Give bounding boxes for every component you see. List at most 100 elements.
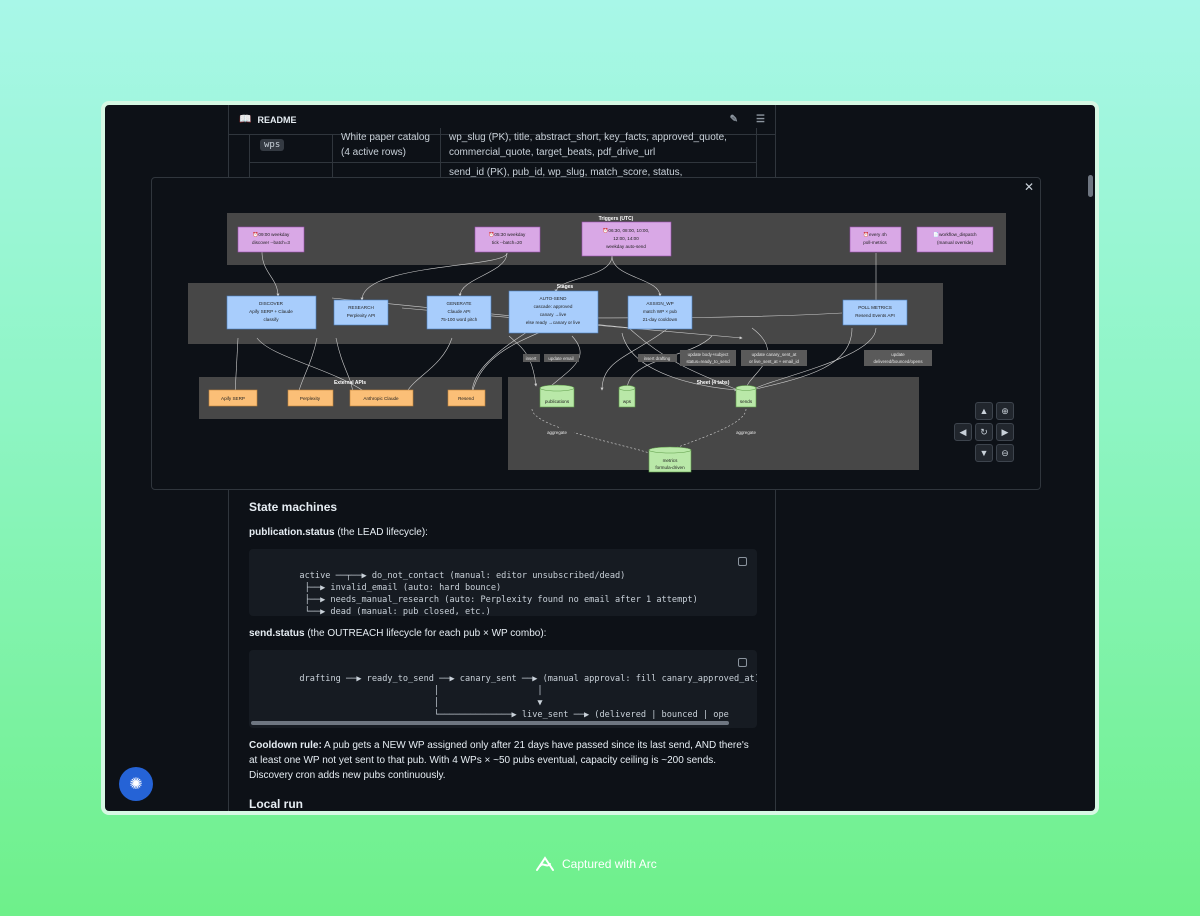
svg-text:Resend: Resend <box>458 396 474 401</box>
readme-header: 📖 README ✎ ☰ <box>229 105 775 135</box>
svg-text:RESEARCH: RESEARCH <box>348 305 374 310</box>
svg-text:Claude API: Claude API <box>448 309 471 314</box>
readme-content: State machines publication.status (the L… <box>249 500 757 811</box>
edge-label: aggregate <box>547 430 567 435</box>
outline-icon[interactable]: ☰ <box>756 114 765 125</box>
edit-icon[interactable]: ✎ <box>729 114 739 125</box>
edge-label: update <box>891 352 905 357</box>
sheet-group <box>508 377 919 470</box>
svg-text:Apify SERP: Apify SERP <box>221 396 245 401</box>
svg-text:publications: publications <box>545 399 570 404</box>
svg-text:⏰every 4h: ⏰every 4h <box>863 231 887 238</box>
edge-label: update email <box>548 356 573 361</box>
zoom-out-button[interactable]: ⊖ <box>996 444 1014 462</box>
code-block: drafting ──▶ ready_to_send ──▶ canary_se… <box>249 650 757 728</box>
copy-icon[interactable] <box>738 658 747 667</box>
edge-label: update body+subject <box>688 352 729 357</box>
sheet-node[interactable]: publications <box>539 384 575 408</box>
svg-text:DISCOVER: DISCOVER <box>259 301 284 306</box>
sheet-node[interactable]: wps <box>618 385 636 408</box>
table-cell-cols: send_id (PK), pub_id, wp_slug, match_sco… <box>441 163 757 182</box>
arc-watermark: Captured with Arc <box>535 856 657 872</box>
svg-text:canary →live: canary →live <box>540 312 567 317</box>
svg-text:POLL METRICS: POLL METRICS <box>858 305 892 310</box>
svg-text:formula-driven: formula-driven <box>655 465 685 470</box>
svg-text:21-day cooldown: 21-day cooldown <box>643 317 678 322</box>
stage-node[interactable]: GENERATE Claude API 75-100 word pitch <box>426 295 492 330</box>
svg-text:else ready →canary or live: else ready →canary or live <box>526 320 581 325</box>
svg-text:Perplexity: Perplexity <box>300 396 321 401</box>
api-node[interactable]: Resend <box>447 389 486 407</box>
svg-text:⏰09:00 weekday: ⏰09:00 weekday <box>253 231 290 238</box>
svg-text:weekday auto-send: weekday auto-send <box>606 244 646 249</box>
paragraph: send.status (the OUTREACH lifecycle for … <box>249 628 547 639</box>
svg-text:discover --batch=3: discover --batch=3 <box>252 240 290 245</box>
paragraph: publication.status (the LEAD lifecycle): <box>249 527 428 538</box>
svg-text:75-100 word pitch: 75-100 word pitch <box>441 317 478 322</box>
stage-node[interactable]: ASSIGN_WP match WP × pub 21-day cooldown <box>627 295 693 330</box>
stage-node[interactable]: AUTO-SEND cascade: approved canary →live… <box>508 290 599 334</box>
svg-text:cascade: approved: cascade: approved <box>534 304 573 309</box>
api-node[interactable]: Apify SERP <box>208 389 258 407</box>
pan-up-button[interactable]: ▲ <box>975 402 993 420</box>
code-scrollbar[interactable] <box>251 721 729 725</box>
table-row: send_id (PK), pub_id, wp_slug, match_sco… <box>249 163 757 182</box>
trigger-node[interactable]: ⏰05:30 weekday tick --batch=20 <box>474 226 541 253</box>
sheet-node[interactable]: metrics formula-driven <box>648 446 692 473</box>
page-scrollbar[interactable] <box>1088 175 1093 197</box>
svg-text:📄workflow_dispatch: 📄workflow_dispatch <box>933 231 977 238</box>
svg-text:(manual override): (manual override) <box>937 240 973 245</box>
edge-label: aggregate <box>736 430 756 435</box>
group-title: Sheet (4 tabs) <box>697 380 730 386</box>
pan-right-button[interactable]: ▶ <box>996 423 1014 441</box>
browser-window: 📖 README ✎ ☰ wps White paper catalog (4 … <box>101 101 1099 815</box>
api-node[interactable]: Anthropic Claude <box>349 389 414 407</box>
svg-text:match WP × pub: match WP × pub <box>643 309 677 314</box>
svg-text:Apify SERP + Claude: Apify SERP + Claude <box>249 309 293 314</box>
trigger-node[interactable]: ⏰09:00 weekday discover --batch=3 <box>237 226 305 253</box>
trigger-node[interactable]: ⏰every 4h poll-metrics <box>849 226 902 253</box>
table-cell-desc <box>333 163 441 182</box>
mermaid-diagram[interactable]: Triggers (UTC) Stages External APIs Shee… <box>152 178 1042 491</box>
reset-view-button[interactable]: ↻ <box>975 423 993 441</box>
table-cell-name <box>249 163 333 182</box>
stage-node[interactable]: RESEARCH Perplexity API <box>333 299 389 326</box>
svg-text:AUTO-SEND: AUTO-SEND <box>540 296 568 301</box>
svg-text:tick --batch=20: tick --batch=20 <box>492 240 523 245</box>
table-cell-desc: White paper catalog (4 active rows) <box>333 128 441 162</box>
table-cell-name: wps <box>249 135 333 162</box>
api-node[interactable]: Perplexity <box>287 389 334 407</box>
svg-text:metrics: metrics <box>663 458 679 463</box>
sheet-node[interactable]: sends <box>735 385 757 408</box>
zoom-in-button[interactable]: ⊕ <box>996 402 1014 420</box>
tabs-table: wps White paper catalog (4 active rows) … <box>249 128 757 182</box>
svg-text:⏰05:30 weekday: ⏰05:30 weekday <box>489 231 526 238</box>
code-text: active ──┬──▶ do_not_contact (manual: ed… <box>299 571 698 616</box>
table-row: wps White paper catalog (4 active rows) … <box>249 128 757 163</box>
code-block: active ──┬──▶ do_not_contact (manual: ed… <box>249 549 757 616</box>
edge-label: or live_sent_at + email_id <box>749 359 799 364</box>
diagram-viewer: ✕ Triggers (UTC) Stages External APIs Sh… <box>151 177 1041 490</box>
edge-label: update canary_sent_at <box>752 352 797 357</box>
close-icon[interactable]: ✕ <box>1023 180 1034 194</box>
edge-label: insert <box>526 356 538 361</box>
svg-text:ASSIGN_WP: ASSIGN_WP <box>646 301 673 306</box>
pan-left-button[interactable]: ◀ <box>954 423 972 441</box>
svg-text:GENERATE: GENERATE <box>447 301 472 306</box>
group-title: Stages <box>557 284 574 290</box>
stage-node[interactable]: POLL METRICS Resend Events API <box>842 299 908 326</box>
svg-text:poll-metrics: poll-metrics <box>863 240 887 245</box>
edge-label: insert drafting <box>644 356 671 361</box>
assistant-button[interactable]: ✺ <box>119 767 153 801</box>
trigger-node[interactable]: ⏰06:30, 08:00, 10:00, 12:00, 14:00 weekd… <box>581 221 672 257</box>
copy-icon[interactable] <box>738 557 747 566</box>
edge-label: status=ready_to_send <box>686 359 730 364</box>
svg-text:classify: classify <box>263 317 279 322</box>
book-icon: 📖 <box>239 114 252 125</box>
readme-title: README <box>257 114 297 125</box>
trigger-node[interactable]: 📄workflow_dispatch (manual override) <box>916 226 994 253</box>
stage-node[interactable]: DISCOVER Apify SERP + Claude classify <box>226 295 317 330</box>
sparkle-icon: ✺ <box>129 776 143 793</box>
pan-down-button[interactable]: ▼ <box>975 444 993 462</box>
arc-logo-icon <box>536 856 554 871</box>
